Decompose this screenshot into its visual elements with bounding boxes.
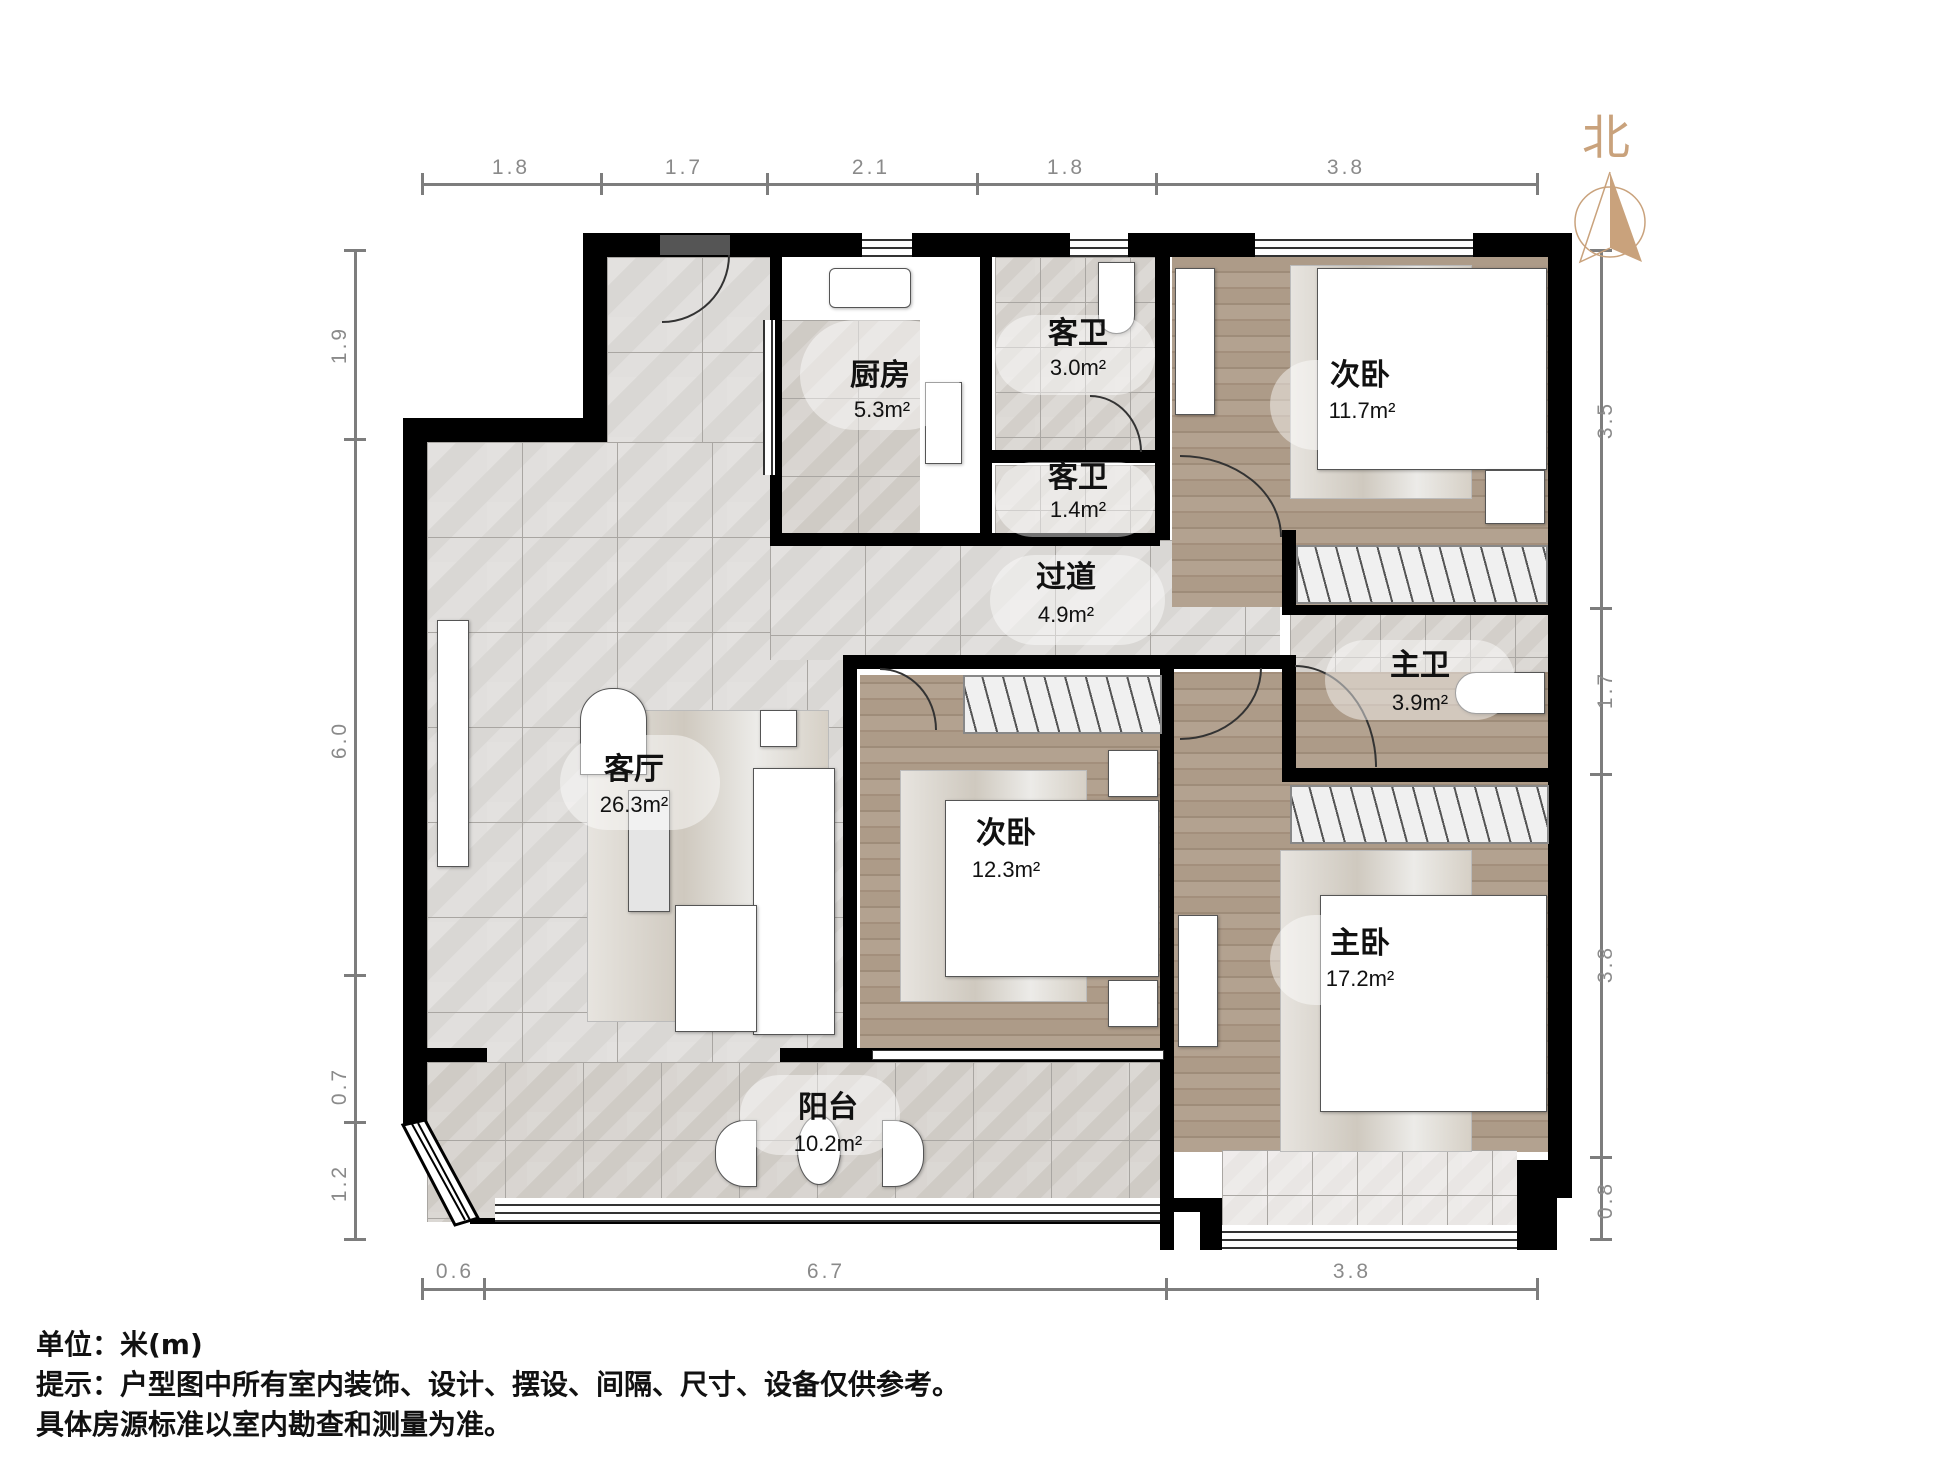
sliding-door-kitchen xyxy=(763,320,775,475)
room-name-guest-bath-2: 客卫 xyxy=(1048,460,1108,495)
dim-bottom-2: 6.7 xyxy=(806,1260,846,1283)
room-area-master-bedroom: 17.2m² xyxy=(1325,966,1395,991)
wardrobe-master xyxy=(1290,785,1549,844)
toilet-icon xyxy=(1098,262,1135,334)
dim-right-2: 1.7 xyxy=(1594,670,1617,710)
armchair xyxy=(580,688,647,775)
entrance-door[interactable] xyxy=(660,235,730,255)
wardrobe-middle xyxy=(963,675,1162,734)
bed-north xyxy=(1317,268,1547,470)
room-area-corridor: 4.9m² xyxy=(1037,602,1095,627)
window-bedroom-north xyxy=(1255,233,1473,257)
window-balcony xyxy=(495,1198,1160,1222)
wardrobe-north xyxy=(1296,545,1548,604)
nightstand-north xyxy=(1485,470,1545,524)
side-table xyxy=(760,710,797,747)
dim-top-1: 1.8 xyxy=(491,156,531,179)
window-master-balcony xyxy=(1222,1225,1517,1249)
room-area-guest-bath-1: 3.0m² xyxy=(1049,355,1107,380)
kitchen-sink-icon xyxy=(829,268,911,308)
north-arrow-icon xyxy=(1574,171,1646,264)
room-name-bedroom-north: 次卧 xyxy=(1330,358,1390,393)
dim-top-2: 1.7 xyxy=(664,156,704,179)
dim-top-3: 2.1 xyxy=(851,156,891,179)
toilet-master-icon xyxy=(1455,672,1545,714)
room-name-bedroom-middle: 次卧 xyxy=(976,816,1036,851)
dim-bottom-1: 0.6 xyxy=(435,1260,475,1283)
window-guest-bath xyxy=(1070,233,1128,257)
balcony-chair-1 xyxy=(715,1120,757,1187)
room-name-master-bath: 主卫 xyxy=(1390,648,1450,683)
room-name-kitchen: 厨房 xyxy=(850,358,910,393)
room-name-guest-bath-1: 客卫 xyxy=(1048,316,1108,351)
dim-left-1: 1.9 xyxy=(328,325,351,365)
room-area-guest-bath-2: 1.4m² xyxy=(1049,497,1107,522)
window-kitchen xyxy=(862,233,912,257)
dim-right-3: 3.8 xyxy=(1594,944,1617,984)
stove-icon xyxy=(925,382,962,464)
dim-top-5: 3.8 xyxy=(1326,156,1366,179)
dim-bottom-3: 3.8 xyxy=(1332,1260,1372,1283)
nightstand-middle-1 xyxy=(1108,750,1158,797)
room-area-living-room: 26.3m² xyxy=(599,792,669,817)
sofa xyxy=(753,768,835,1035)
balcony-chair-2 xyxy=(882,1120,924,1187)
dim-left-3: 0.7 xyxy=(328,1066,351,1106)
dim-right-1: 3.5 xyxy=(1594,400,1617,440)
tv-cabinet-living xyxy=(437,620,469,867)
footer-notes: 单位：米(m) 提示：户型图中所有室内装饰、设计、摆设、间隔、尺寸、设备仅供参考… xyxy=(36,1325,960,1445)
sofa-chaise xyxy=(675,905,757,1032)
dim-top-4: 1.8 xyxy=(1046,156,1086,179)
dim-right-4: 0.8 xyxy=(1594,1180,1617,1220)
dim-left-2: 6.0 xyxy=(328,720,351,760)
room-area-balcony: 10.2m² xyxy=(793,1131,863,1156)
dim-left-4: 1.2 xyxy=(328,1163,351,1203)
footer-disclaimer: 具体房源标准以室内勘查和测量为准。 xyxy=(36,1408,513,1441)
coffee-table xyxy=(628,790,670,912)
room-area-master-bath: 3.9m² xyxy=(1391,690,1449,715)
bed-master xyxy=(1320,895,1547,1112)
footer-unit: 单位：米(m) xyxy=(36,1328,203,1361)
footer-note: 提示：户型图中所有室内装饰、设计、摆设、间隔、尺寸、设备仅供参考。 xyxy=(36,1368,961,1401)
tv-cabinet-master xyxy=(1178,915,1218,1047)
balcony-table xyxy=(797,1115,841,1185)
bed-middle xyxy=(945,800,1159,977)
room-name-living-room: 客厅 xyxy=(604,752,664,787)
room-area-bedroom-middle: 12.3m² xyxy=(971,857,1041,882)
room-name-balcony: 阳台 xyxy=(798,1090,858,1125)
room-area-kitchen: 5.3m² xyxy=(853,397,911,422)
room-area-bedroom-north: 11.7m² xyxy=(1328,398,1396,423)
room-name-master-bedroom: 主卧 xyxy=(1330,926,1390,961)
balcony-sliding-door[interactable] xyxy=(872,1050,1164,1060)
nightstand-middle-2 xyxy=(1108,980,1158,1027)
tv-cabinet-north xyxy=(1175,268,1215,415)
window-balcony-corner xyxy=(400,1120,480,1227)
room-name-corridor: 过道 xyxy=(1036,560,1096,595)
compass-north-label: 北 xyxy=(1582,110,1631,166)
